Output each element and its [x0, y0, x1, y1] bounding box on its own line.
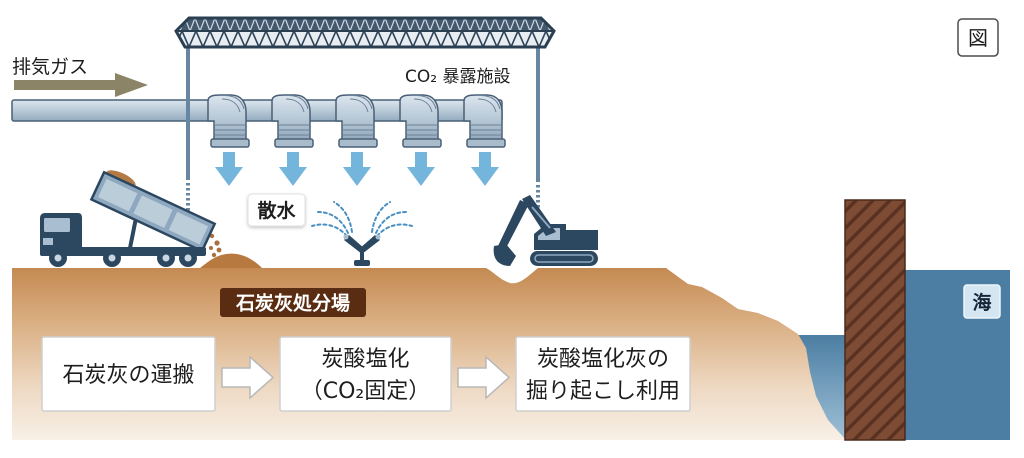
sprinkler-icon — [343, 234, 381, 266]
facility-label: CO₂ 暴露施設 — [405, 67, 510, 87]
excavator-track-rollers — [534, 254, 594, 263]
exhaust-gas-arrow — [14, 73, 148, 97]
dump-truck-icon — [40, 170, 217, 267]
ash-pile — [200, 253, 262, 268]
truck-wheel-hub — [184, 254, 192, 262]
process-step-text: 炭酸塩化 — [321, 347, 409, 372]
process-step-bg — [41, 336, 216, 412]
sprinkler-base — [354, 260, 370, 266]
ash-particle — [211, 252, 217, 258]
ash-particle — [214, 240, 220, 246]
process-step-text: 掘り起こし利用 — [526, 379, 680, 404]
spray-line — [371, 201, 391, 233]
sea-label-bg — [963, 284, 1001, 319]
spray-line — [333, 201, 353, 233]
spray-line — [311, 223, 348, 237]
excavator-tracks — [530, 251, 598, 266]
process-arrow-1 — [221, 355, 275, 400]
water-spray — [311, 201, 413, 237]
truck-cab-window — [44, 218, 70, 232]
ash-particle — [216, 247, 222, 253]
sprinkling-label: 散水 — [257, 199, 296, 222]
quay-wall — [844, 199, 906, 441]
co2-nozzle — [207, 94, 250, 148]
truck-wheel-hub — [54, 254, 62, 262]
disposal-site-label-box: 石炭灰処分場 — [220, 288, 366, 317]
figure-label: 図 — [968, 26, 988, 50]
process-step-bg — [279, 336, 452, 412]
co2-nozzle — [463, 94, 506, 148]
bed-panel — [133, 195, 173, 228]
truck-wheel-hub — [108, 254, 116, 262]
excavator-arm — [498, 200, 529, 250]
sea-label-box: 海 — [963, 284, 1001, 319]
falling-ash — [209, 233, 222, 258]
truck-hoist — [128, 217, 138, 249]
truck-wheel-hub — [162, 254, 170, 262]
process-step-box-2: 炭酸塩化 （CO₂固定） — [279, 336, 452, 412]
process-step-box-3: 炭酸塩化灰の 掘り起こし利用 — [515, 336, 691, 412]
process-step-text: 炭酸塩化灰の — [537, 347, 669, 372]
spray-line — [375, 211, 407, 234]
excavator-bucket — [493, 244, 516, 266]
roof-truss-band — [176, 31, 554, 47]
process-step-text: 石炭灰の運搬 — [62, 363, 194, 388]
bed-panel — [168, 211, 209, 245]
figure-label-bg — [957, 18, 999, 57]
sprinkler-stem — [360, 250, 364, 261]
bed-panel — [98, 178, 138, 212]
ash-particle — [209, 233, 215, 239]
roof-top-band — [176, 18, 554, 31]
sprinkler-nozzle-right — [375, 234, 381, 240]
figure-label-box: 図 — [957, 18, 999, 57]
co2-nozzle — [335, 94, 378, 148]
co2-nozzle — [271, 94, 314, 148]
roof-outline — [174, 16, 556, 49]
sprinkling-label-bg — [247, 193, 306, 227]
excavator-icon — [493, 195, 598, 266]
disposal-site-label: 石炭灰処分場 — [235, 292, 350, 315]
sea-label: 海 — [972, 291, 991, 314]
process-step-bg — [515, 336, 691, 412]
sprinkler-arm-right — [359, 235, 380, 254]
sprinkler-nozzle-left — [343, 234, 349, 240]
sprinkling-label-box: 散水 — [247, 193, 306, 227]
truck-dump-bed — [89, 170, 217, 253]
spray-line — [317, 211, 349, 234]
process-arrow-2 — [457, 355, 511, 400]
disposal-site-label-bg — [220, 288, 366, 317]
process-step-text: （CO₂固定） — [301, 379, 431, 404]
excavator-cylinder — [531, 206, 551, 229]
co2-nozzle — [399, 94, 442, 148]
spray-line — [376, 223, 413, 237]
exhaust-gas-label: 排気ガス — [12, 56, 88, 78]
ash-particle — [209, 246, 213, 250]
truck-grille — [43, 238, 53, 245]
process-step-box-1: 石炭灰の運搬 — [41, 336, 216, 412]
facility-roof — [174, 16, 556, 49]
